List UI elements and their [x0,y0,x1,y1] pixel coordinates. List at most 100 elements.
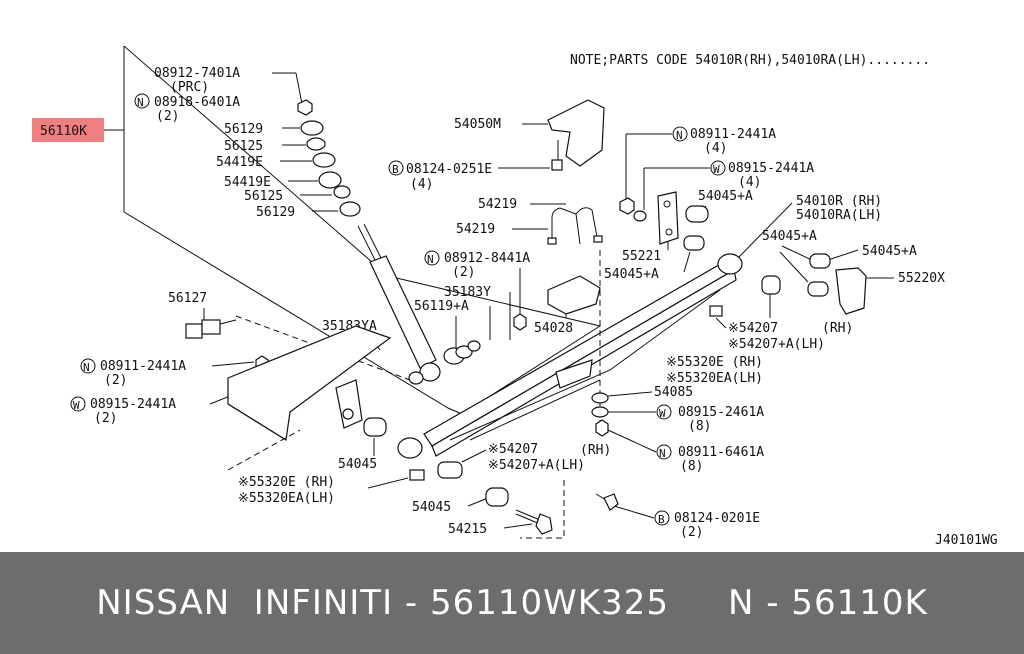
callout-35183Y[interactable]: 35183Y [444,285,491,300]
svg-text:B: B [658,513,665,526]
callout-qty: (8) [680,459,703,474]
callout-55320EA-b[interactable]: ※55320EA(LH) [238,491,335,506]
callout-qty: (2) [680,525,703,540]
callout-56127[interactable]: 56127 [168,291,207,306]
callout-54045-plus-a-3[interactable]: 54045+A [762,229,817,244]
u-bolt-54219 [551,207,581,245]
bushing-54045-b [485,487,509,507]
callout-08124-0251E[interactable]: 08124-0251E [406,162,492,177]
svg-text:N: N [83,361,90,374]
drawing-code: J40101WG [935,533,998,548]
callout-56119-plus-a[interactable]: 56119+A [414,299,469,314]
svg-text:W: W [73,399,80,412]
w-icon: W [70,396,86,412]
shock-absorber [357,223,441,385]
leaf-spring [397,253,743,459]
callout-54215[interactable]: 54215 [448,522,487,537]
callout-08915-2441A-2[interactable]: 08915-2441A [90,397,176,412]
bracket-54050m [547,99,605,167]
note-text: NOTE;PARTS CODE 54010R(RH),54010RA(LH)..… [570,53,930,68]
callout-rh-a: (RH) [822,321,853,336]
shackle-plate-55221 [657,191,679,245]
callout-qty: (8) [688,419,711,434]
callout-54010R[interactable]: 54010R (RH) [796,194,882,209]
svg-text:N: N [676,129,683,142]
callout-54207-plus-a-b[interactable]: ※54207+A(LH) [488,458,585,473]
callout-55320E-b[interactable]: ※55320E (RH) [238,475,335,490]
callout-qty: (2) [156,109,179,124]
svg-text:W: W [713,163,720,176]
callout-55220X[interactable]: 55220X [898,271,945,286]
callout-qty: (4) [704,141,727,156]
callout-08918-6401A[interactable]: 08918-6401A [154,95,240,110]
shock-top-stack [272,72,361,217]
footer-bar: NISSAN INFINITI - 56110WK325 N - 56110K [0,552,1024,654]
callout-56129-a[interactable]: 56129 [224,122,263,137]
highlight-label[interactable]: 56110K [40,124,87,139]
callout-55320EA-a[interactable]: ※55320EA(LH) [666,371,763,386]
callout-54045-plus-a-2[interactable]: 54045+A [604,267,659,282]
b-icon: B [388,160,404,176]
callout-prc: (PRC) [170,80,209,95]
spring-pad-54028 [547,275,601,315]
callout-08915-2441A[interactable]: 08915-2441A [728,161,814,176]
n-icon: N [424,250,440,266]
callout-54207-a[interactable]: ※54207 [728,321,778,336]
callout-qty: (2) [94,411,117,426]
callout-qty: (4) [410,177,433,192]
callout-08911-2441A-2[interactable]: 08911-2441A [100,359,186,374]
callout-qty: (4) [738,175,761,190]
callout-54045-plus-a-4[interactable]: 54045+A [862,244,917,259]
callout-08911-2441A[interactable]: 08911-2441A [690,127,776,142]
callout-55320E-a[interactable]: ※55320E (RH) [666,355,763,370]
mount-bracket [335,379,363,429]
bushing-54045 [363,417,387,437]
n-icon: N [656,444,672,460]
footer-title: NISSAN INFINITI - 56110WK325 N - 56110K [96,583,928,623]
n-icon: N [672,126,688,142]
callout-54045-a[interactable]: 54045 [338,457,377,472]
w-icon: W [656,404,672,420]
callout-54419E-b[interactable]: 54419E [224,175,271,190]
bushing-54207 [437,461,463,479]
callout-qty: (2) [104,373,127,388]
callout-54050M[interactable]: 54050M [454,117,501,132]
svg-text:N: N [137,96,144,109]
callout-56125-b[interactable]: 56125 [244,189,283,204]
svg-text:W: W [659,407,666,420]
parts-diagram: NOTE;PARTS CODE 54010R(RH),54010RA(LH)..… [32,45,998,548]
callout-08912-8441A[interactable]: 08912-8441A [444,251,530,266]
callout-54419E-a[interactable]: 54419E [216,155,263,170]
callout-08911-6461A[interactable]: 08911-6461A [678,445,764,460]
callout-08912-7401A[interactable]: 08912-7401A [154,66,240,81]
callout-54207-b[interactable]: ※54207 [488,442,538,457]
callout-08915-2461A[interactable]: 08915-2461A [678,405,764,420]
callout-54219-b[interactable]: 54219 [456,222,495,237]
n-icon: N [80,358,96,374]
callout-54219-a[interactable]: 54219 [478,197,517,212]
callout-08124-0201E[interactable]: 08124-0201E [674,511,760,526]
stud-56127 [185,319,237,339]
bolt-08124-0201e [595,493,619,511]
callout-rh: (RH) [580,443,611,458]
w-icon: W [710,160,726,176]
callout-55221[interactable]: 55221 [622,249,661,264]
callout-54085[interactable]: 54085 [654,385,693,400]
n-icon: N [134,93,150,109]
shackle-55220x [835,267,867,315]
frame-member [227,325,392,441]
callout-qty: (2) [452,265,475,280]
b-icon: B [654,510,670,526]
svg-text:N: N [659,447,666,460]
callout-54028[interactable]: 54028 [534,321,573,336]
callout-54045-b[interactable]: 54045 [412,500,451,515]
callout-54010RA[interactable]: 54010RA(LH) [796,208,882,223]
callout-54045-plus-a-1[interactable]: 54045+A [698,189,753,204]
svg-text:B: B [392,163,399,176]
bolt-54215 [515,509,553,535]
highlight-box [32,118,104,142]
callout-56129-b[interactable]: 56129 [256,205,295,220]
callout-56125-a[interactable]: 56125 [224,139,263,154]
svg-text:N: N [427,253,434,266]
callout-54207-plus-a-a[interactable]: ※54207+A(LH) [728,337,825,352]
